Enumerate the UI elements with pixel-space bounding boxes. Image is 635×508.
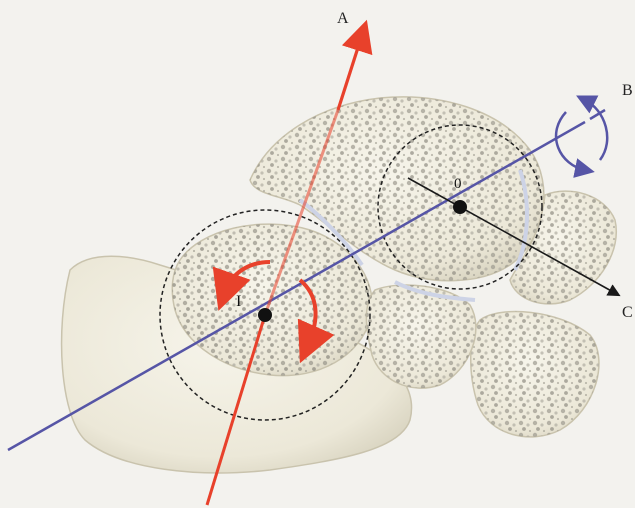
- label-center-i: I: [236, 293, 241, 310]
- center-point-zero: [453, 200, 467, 214]
- label-axis-a: A: [337, 10, 349, 27]
- label-center-zero: 0: [454, 176, 462, 192]
- small-bone-right-bottom: [471, 312, 599, 437]
- label-axis-c: C: [622, 304, 633, 321]
- axis-a-upper: [338, 35, 362, 110]
- label-axis-b: B: [622, 82, 633, 99]
- center-point-i: [258, 308, 272, 322]
